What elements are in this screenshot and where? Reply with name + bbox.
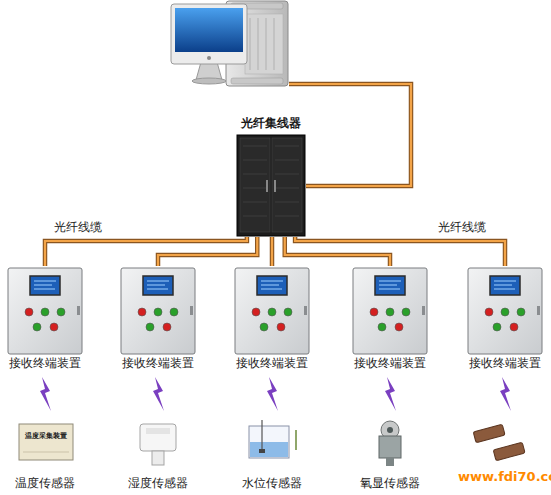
fiber-outline	[158, 237, 257, 266]
sensor-box: 水位传感器	[232, 418, 312, 493]
node-label: 接收终端装置	[453, 356, 551, 370]
control-panel	[235, 268, 309, 354]
fiber-cable	[289, 84, 411, 186]
node-label: 接收终端装置	[106, 356, 210, 370]
node-label: 接收终端装置	[0, 356, 97, 370]
wireless-symbol	[385, 377, 396, 411]
fiber-cable	[289, 84, 411, 186]
node-label: 湿度传感器	[108, 476, 208, 490]
humidity-sensor	[140, 424, 176, 465]
receiver-box: 接收终端装置	[116, 266, 200, 372]
wireless-symbol	[500, 377, 511, 411]
hub-box: 光纤集线器	[228, 114, 314, 237]
sensor-box: 氧显传感器	[350, 418, 430, 493]
node-label: 水位传感器	[222, 476, 322, 490]
fiber-core	[271, 237, 273, 266]
fiber-outline	[295, 237, 505, 266]
server-rack	[237, 135, 305, 236]
cable-label: 光纤线缆	[432, 221, 492, 234]
control-panel	[468, 268, 542, 354]
fiber-core	[45, 237, 247, 266]
control-panel	[353, 268, 427, 354]
sensor-box: 湿度传感器	[118, 418, 198, 493]
fiber-connector	[295, 237, 505, 266]
control-panel	[8, 268, 82, 354]
receiver-box: 接收终端装置	[230, 266, 314, 372]
fiber-connector	[272, 237, 273, 266]
receiver-box: 接收终端装置	[463, 266, 547, 372]
fiber-core	[295, 237, 505, 266]
temperature-sensor	[19, 424, 73, 460]
cable-label: 光纤线缆	[48, 221, 108, 234]
fiber-core	[158, 237, 257, 266]
fiber-connector	[158, 237, 257, 266]
receiver-box: 接收终端装置	[348, 266, 432, 372]
fiber-outline	[45, 237, 247, 266]
node-heading: 光纤集线器	[218, 116, 324, 130]
wireless-symbol	[40, 377, 51, 411]
node-label: 接收终端装置	[220, 356, 324, 370]
sensor-box: 温度传感器	[5, 418, 85, 493]
node-label: 接收终端装置	[338, 356, 442, 370]
receiver-box: 接收终端装置	[3, 266, 87, 372]
control-panel	[121, 268, 195, 354]
oxygen-sensor	[379, 421, 401, 466]
fiber-connector	[45, 237, 247, 266]
door-magnetic-sensor	[473, 424, 525, 460]
wireless-symbol	[153, 377, 164, 411]
water-level-sensor	[249, 420, 296, 458]
fiber-outline	[270, 237, 275, 266]
node-label: 氧显传感器	[340, 476, 440, 490]
watermark: www.fdi70.com	[458, 470, 551, 484]
wireless-symbol	[267, 377, 278, 411]
node-label: 温度传感器	[0, 476, 95, 490]
computer-monitor	[171, 4, 247, 84]
device-plate-text: 温度采集装置	[19, 433, 73, 441]
